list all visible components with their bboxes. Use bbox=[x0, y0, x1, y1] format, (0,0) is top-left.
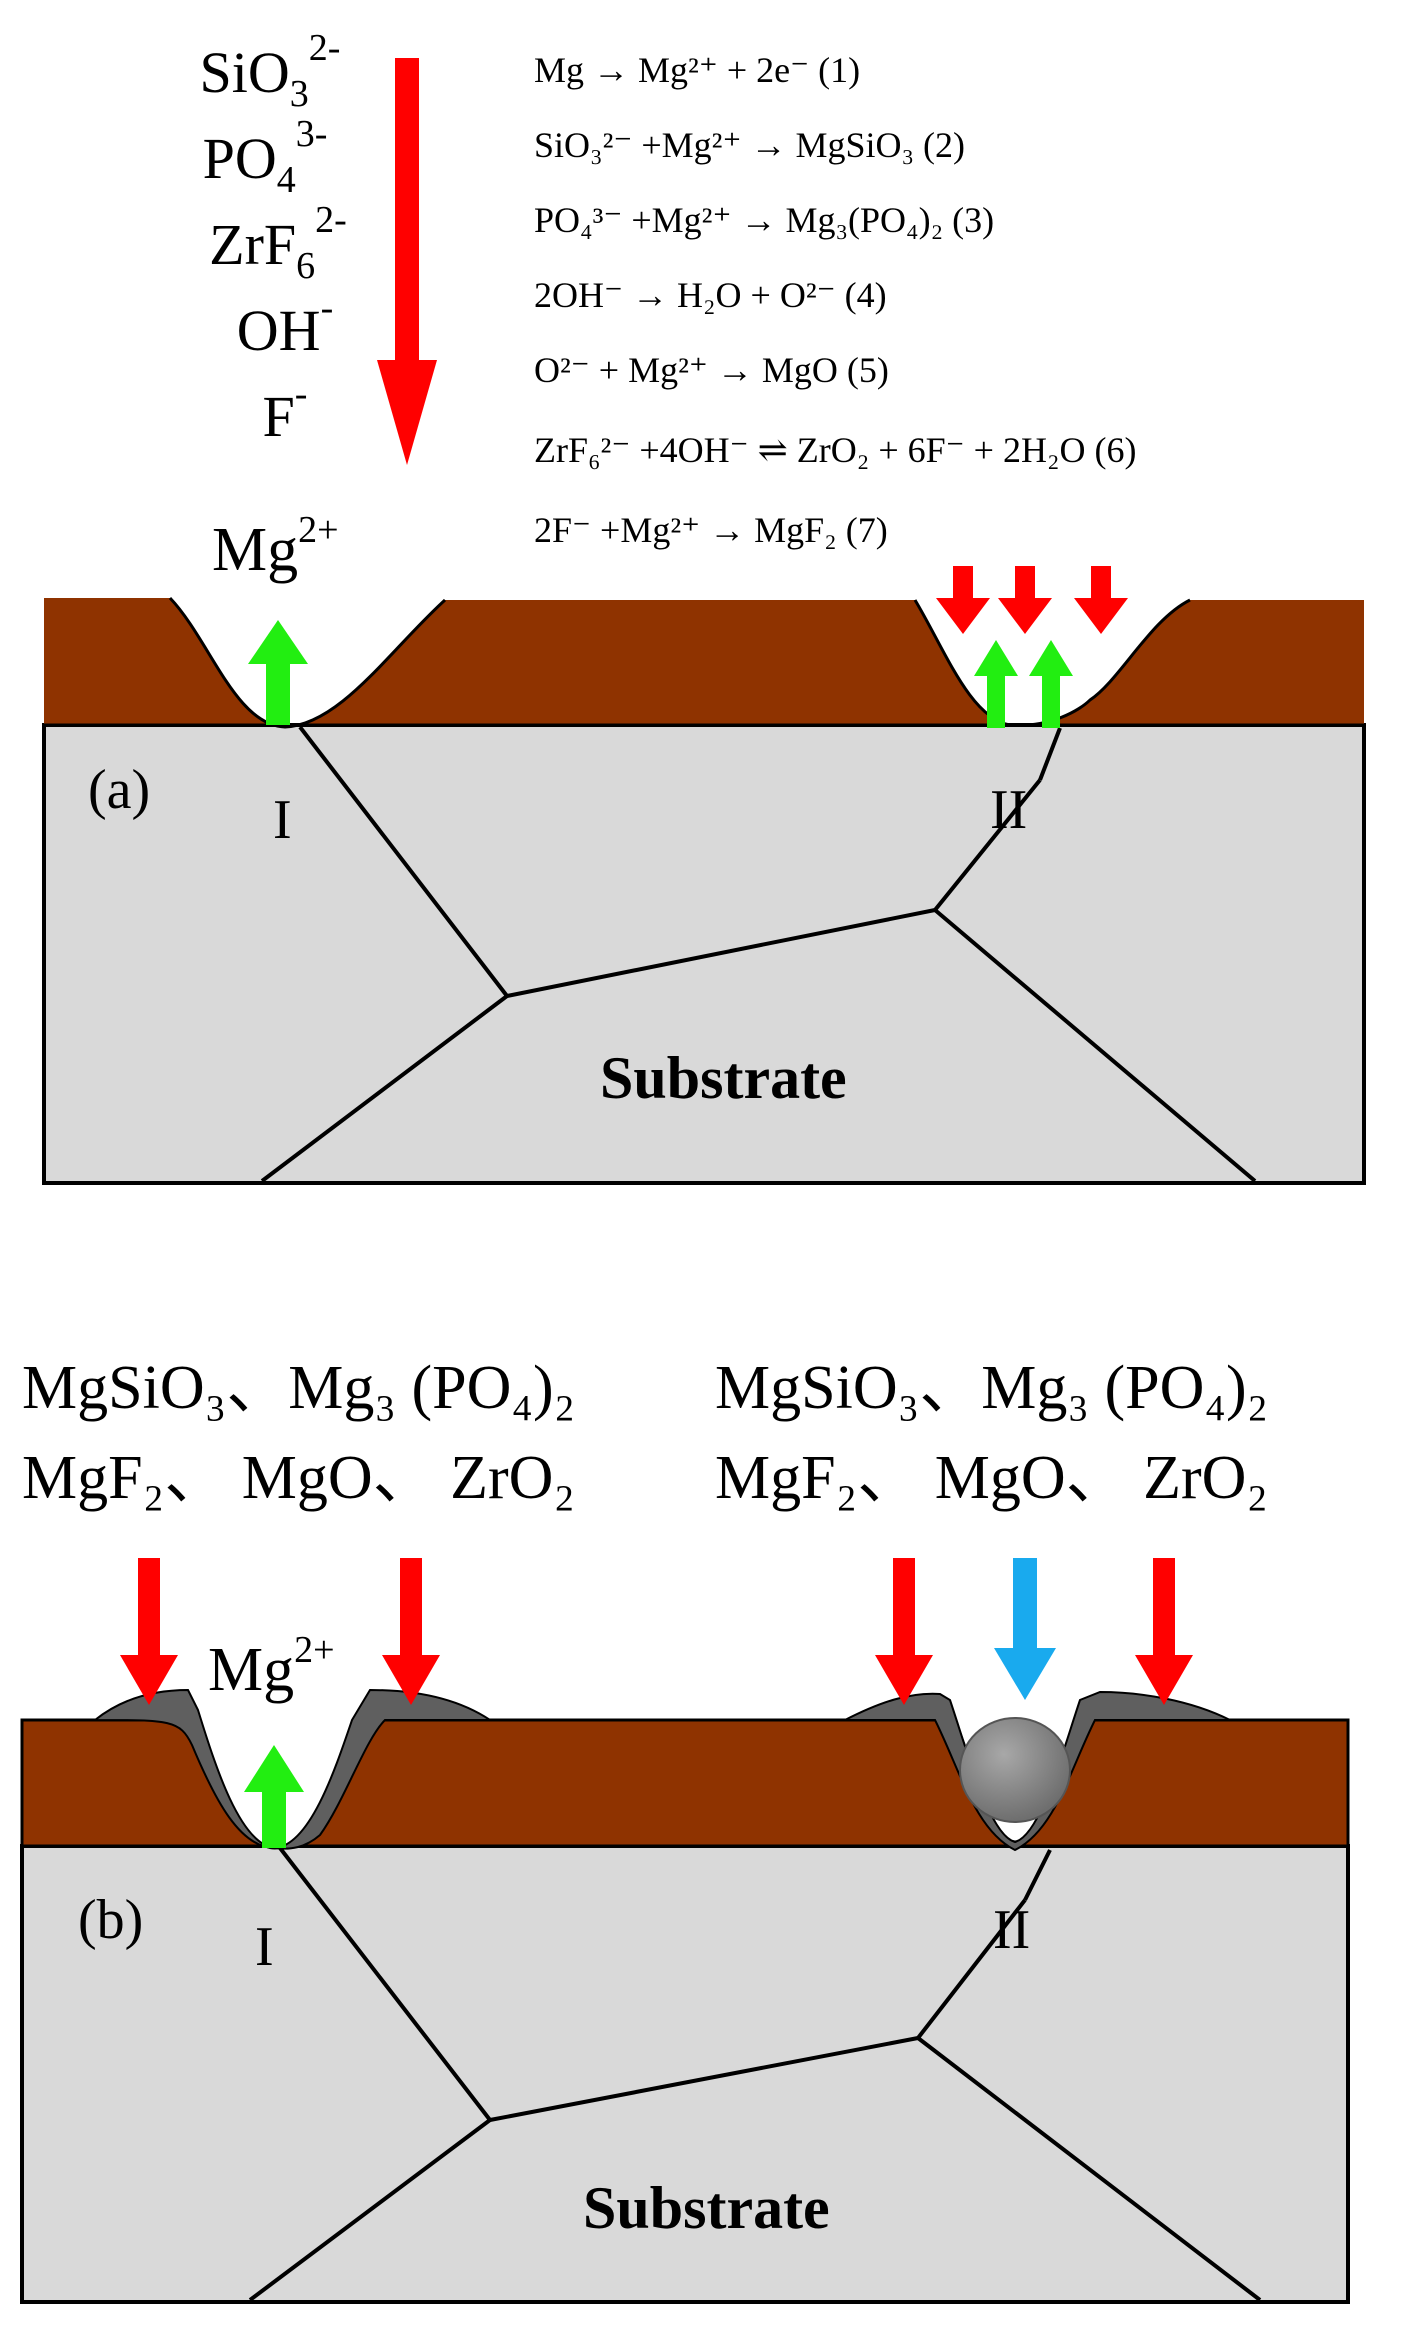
equation-4: 2OH⁻ → H₂O + O²⁻ (4) bbox=[534, 275, 887, 315]
arrow-red-incoming-a bbox=[377, 58, 437, 465]
coating-layer-a bbox=[44, 598, 1364, 727]
ion-list: SiO32- PO43- ZrF62- OH- F- bbox=[200, 27, 347, 449]
ion-po4: PO43- bbox=[203, 113, 328, 201]
deposit-film-II bbox=[844, 1690, 1231, 1852]
site-label-I-b: I bbox=[255, 1916, 274, 1978]
arrow-green-mg-out-a bbox=[248, 620, 308, 725]
panel-b: MgSiO₃、Mg₃ (PO₄)₂ MgF₂、 MgO、 ZrO₂ MgSiO₃… bbox=[20, 1354, 1350, 2304]
substrate-label-b: Substrate bbox=[583, 2175, 830, 2241]
equation-5: O²⁻ + Mg²⁺ → MgO (5) bbox=[534, 350, 889, 390]
equation-6: ZrF₆²⁻ +4OH⁻ ⇌ ZrO₂ + 6F⁻ + 2H₂O (6) bbox=[534, 430, 1137, 470]
products-left-line-1: MgSiO₃、Mg₃ (PO₄)₂ bbox=[22, 1354, 575, 1422]
equation-2: SiO₃²⁻ +Mg²⁺ → MgSiO₃ (2) bbox=[534, 125, 965, 165]
equation-7: 2F⁻ +Mg²⁺ → MgF₂ (7) bbox=[534, 510, 888, 550]
site-label-II-b: II bbox=[993, 1899, 1030, 1961]
ion-sio3: SiO32- bbox=[200, 27, 341, 115]
substrate-block-a bbox=[42, 723, 1366, 1185]
deposit-film-I-right bbox=[274, 1688, 494, 1850]
panel-label-a: (a) bbox=[88, 759, 150, 821]
substrate-label-a: Substrate bbox=[600, 1045, 847, 1111]
site-label-I-a: I bbox=[273, 789, 292, 851]
ion-oh: OH- bbox=[237, 287, 333, 363]
mg-ion-label-a: Mg2+ bbox=[212, 509, 339, 584]
arrows-green-small-a bbox=[974, 640, 1073, 728]
arrows-red-small-a bbox=[936, 566, 1128, 634]
deposit-particle bbox=[959, 1717, 1071, 1823]
site-label-II-a: II bbox=[990, 779, 1027, 841]
mg-ion-label-b: Mg2+ bbox=[208, 1629, 335, 1704]
equation-1: Mg → Mg²⁺ + 2e⁻ (1) bbox=[534, 50, 860, 90]
arrows-red-b bbox=[120, 1558, 1193, 1705]
reaction-equations: Mg → Mg²⁺ + 2e⁻ (1) SiO₃²⁻ +Mg²⁺ → MgSiO… bbox=[534, 50, 1137, 550]
panel-a: SiO32- PO43- ZrF62- OH- F- Mg2+ Mg → Mg²… bbox=[42, 27, 1366, 1185]
pit-outline-I-a bbox=[168, 596, 447, 729]
grain-boundaries-a bbox=[260, 725, 1257, 1183]
ion-zrf6: ZrF62- bbox=[209, 199, 347, 287]
arrow-blue-b bbox=[994, 1558, 1056, 1700]
products-right-line-2: MgF₂、 MgO、 ZrO₂ bbox=[715, 1444, 1268, 1512]
arrow-green-mg-out-b bbox=[244, 1745, 304, 1848]
products-right-line-1: MgSiO₃、Mg₃ (PO₄)₂ bbox=[715, 1354, 1268, 1422]
substrate-block-b bbox=[20, 1844, 1350, 2304]
grain-boundaries-b bbox=[248, 1846, 1262, 2302]
panel-label-b: (b) bbox=[78, 1889, 143, 1951]
products-left-line-2: MgF₂、 MgO、 ZrO₂ bbox=[22, 1444, 575, 1512]
product-list-b: MgSiO₃、Mg₃ (PO₄)₂ MgF₂、 MgO、 ZrO₂ MgSiO₃… bbox=[22, 1354, 1268, 1512]
equation-3: PO₄³⁻ +Mg²⁺ → Mg₃(PO₄)₂ (3) bbox=[534, 200, 994, 240]
ion-f: F- bbox=[263, 373, 308, 449]
